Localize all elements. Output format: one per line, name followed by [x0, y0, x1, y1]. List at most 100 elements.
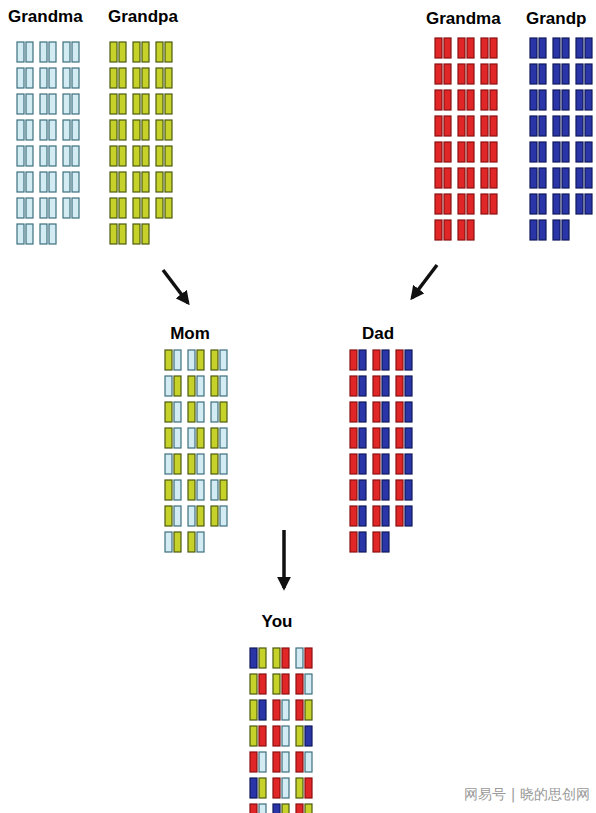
chromosome: [133, 146, 140, 166]
chromosome: [188, 428, 195, 448]
chromosome: [585, 142, 592, 162]
chromosome: [530, 64, 537, 84]
chromosome: [444, 194, 451, 214]
chromosome: [350, 350, 357, 370]
chromosome: [165, 480, 172, 500]
chromosome: [458, 194, 465, 214]
chromosome: [142, 120, 149, 140]
chromosome: [165, 376, 172, 396]
chromosome: [197, 506, 204, 526]
chromosome: [72, 68, 79, 88]
chromosome: [467, 220, 474, 240]
chromosome: [435, 220, 442, 240]
chromosome: [142, 172, 149, 192]
chromosome: [405, 506, 412, 526]
chromosome: [110, 146, 117, 166]
chromosome: [49, 120, 56, 140]
chromosome: [553, 38, 560, 58]
chromosome: [282, 648, 289, 668]
chromosome: [165, 454, 172, 474]
chromosome: [382, 454, 389, 474]
chromosome: [576, 142, 583, 162]
chromosome: [350, 428, 357, 448]
chromosome: [273, 674, 280, 694]
chromosome: [296, 726, 303, 746]
chromosome: [110, 172, 117, 192]
chromosome: [156, 68, 163, 88]
chromosome: [17, 68, 24, 88]
chromosome: [382, 376, 389, 396]
chromosome: [282, 804, 289, 813]
chromosome: [133, 198, 140, 218]
chromosome: [305, 648, 312, 668]
chromosome: [444, 142, 451, 162]
chromosome: [296, 804, 303, 813]
chromosome: [197, 428, 204, 448]
chromosome: [562, 194, 569, 214]
chromosome: [273, 700, 280, 720]
chromosome: [481, 194, 488, 214]
chromosome: [350, 402, 357, 422]
chromosome: [156, 198, 163, 218]
chromosome: [359, 402, 366, 422]
grandma-maternal-set: [17, 42, 79, 244]
chromosome: [133, 94, 140, 114]
chromosome: [382, 532, 389, 552]
chromosome: [530, 116, 537, 136]
chromosome: [435, 38, 442, 58]
chromosome: [174, 506, 181, 526]
chromosome: [467, 116, 474, 136]
chromosome: [40, 42, 47, 62]
chromosome: [562, 220, 569, 240]
chromosome: [553, 90, 560, 110]
chromosome: [296, 648, 303, 668]
chromosome: [405, 402, 412, 422]
chromosome: [110, 94, 117, 114]
chromosome: [530, 90, 537, 110]
chromosome: [467, 38, 474, 58]
chromosome: [110, 42, 117, 62]
grandma-paternal-set: [435, 38, 497, 240]
chromosome: [72, 42, 79, 62]
chromosome: [530, 194, 537, 214]
chromosome: [156, 172, 163, 192]
chromosome: [259, 778, 266, 798]
chromosome: [405, 376, 412, 396]
chromosome: [63, 68, 70, 88]
chromosome: [530, 220, 537, 240]
chromosome: [17, 146, 24, 166]
chromosome: [576, 38, 583, 58]
chromosome: [467, 64, 474, 84]
chromosome: [273, 752, 280, 772]
chromosome: [458, 220, 465, 240]
chromosome: [259, 804, 266, 813]
chromosome: [539, 194, 546, 214]
chromosome: [481, 168, 488, 188]
chromosome: [188, 402, 195, 422]
chromosome: [188, 350, 195, 370]
chromosome: [562, 38, 569, 58]
chromosome: [382, 428, 389, 448]
chromosome: [373, 428, 380, 448]
person-label: Grandpa: [108, 7, 178, 27]
chromosome: [458, 168, 465, 188]
chromosome: [553, 220, 560, 240]
chromosome: [490, 90, 497, 110]
chromosome: [220, 402, 227, 422]
chromosome: [110, 68, 117, 88]
chromosome: [188, 376, 195, 396]
chromosome: [174, 532, 181, 552]
chromosome: [26, 172, 33, 192]
chromosome: [490, 38, 497, 58]
chromosome: [373, 402, 380, 422]
chromosome: [165, 42, 172, 62]
chromosome: [467, 194, 474, 214]
chromosome: [576, 168, 583, 188]
chromosome: [530, 142, 537, 162]
chromosome: [49, 224, 56, 244]
chromosome: [220, 480, 227, 500]
chromosome: [539, 38, 546, 58]
chromosome: [562, 64, 569, 84]
chromosome: [282, 700, 289, 720]
chromosome: [553, 168, 560, 188]
